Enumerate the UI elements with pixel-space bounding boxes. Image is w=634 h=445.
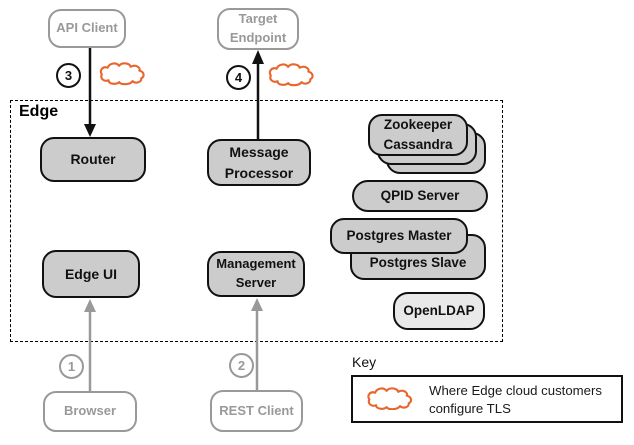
node-zookeeper-cassandra: Zookeeper Cassandra (368, 114, 468, 156)
node-rest-client: REST Client (210, 390, 303, 432)
node-postgres-master: Postgres Master (330, 218, 468, 254)
step-badge-4: 4 (226, 65, 251, 90)
node-router: Router (40, 137, 146, 182)
edge-zone-label: Edge (19, 103, 59, 120)
node-api-client-label: API Client (56, 20, 118, 36)
node-router-label: Router (70, 151, 116, 168)
node-qpid-server-label: QPID Server (380, 188, 460, 204)
step-badge-4-label: 4 (234, 70, 243, 85)
node-qpid-server: QPID Server (352, 180, 488, 212)
arrowhead-message-processor-to-target (252, 50, 264, 64)
node-edge-ui: Edge UI (42, 250, 140, 298)
node-api-client: API Client (48, 9, 126, 48)
node-target-endpoint-label: Target Endpoint (229, 11, 287, 45)
node-zookeeper-label: Zookeeper (383, 116, 453, 132)
node-openldap-label: OpenLDAP (403, 303, 475, 319)
key-title: Key (352, 354, 377, 370)
key-tls-description: Where Edge cloud customers configure TLS (429, 383, 602, 416)
step-badge-3-label: 3 (64, 68, 73, 83)
node-openldap: OpenLDAP (393, 292, 485, 330)
node-postgres-master-label: Postgres Master (346, 228, 452, 244)
node-management-server: Management Server (207, 251, 305, 297)
node-postgres-slave-label: Postgres Slave (369, 255, 467, 271)
node-edge-ui-label: Edge UI (64, 265, 118, 282)
node-management-server-label: Management Server (216, 256, 296, 290)
node-message-processor: Message Processor (207, 139, 311, 186)
node-cassandra-label: Cassandra (383, 137, 453, 152)
node-browser-label: Browser (63, 403, 117, 419)
tls-cloud-icon-step3 (99, 62, 145, 86)
node-message-processor-label: Message Processor (224, 144, 294, 181)
node-browser: Browser (43, 391, 137, 432)
step-badge-2: 2 (229, 353, 254, 378)
step-badge-1-label: 1 (67, 359, 76, 374)
tls-cloud-icon-step4 (268, 63, 314, 87)
node-rest-client-label: REST Client (219, 402, 294, 418)
step-badge-3: 3 (56, 63, 81, 88)
node-target-endpoint: Target Endpoint (217, 8, 299, 50)
step-badge-1: 1 (59, 354, 84, 379)
step-badge-2-label: 2 (237, 358, 246, 373)
